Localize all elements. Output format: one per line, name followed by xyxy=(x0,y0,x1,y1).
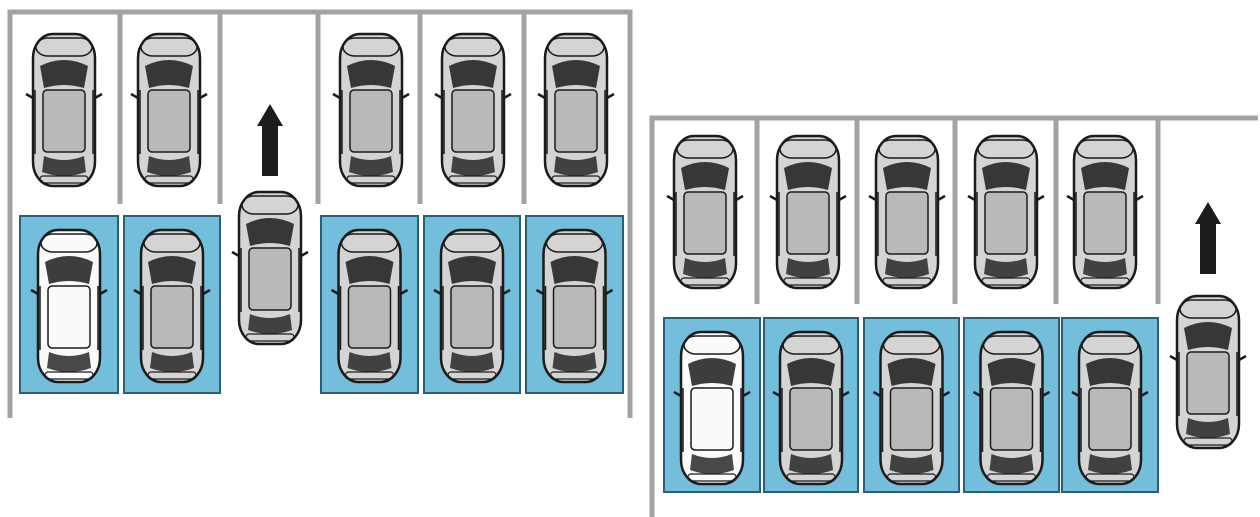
left-parking-layout-platform-car-icon xyxy=(134,230,210,382)
right-parking-layout-top-car-icon xyxy=(667,136,743,288)
right-parking-layout-platform-car-icon xyxy=(773,332,849,484)
left-parking-layout-up-arrow-icon xyxy=(257,104,283,176)
left-parking-layout-platform-car-icon xyxy=(332,230,408,382)
right-parking-layout-top-car-icon xyxy=(1067,136,1143,288)
left-parking-layout-platform-car-icon xyxy=(537,230,613,382)
right-parking-layout-platform-car-icon xyxy=(674,332,750,484)
left-parking-layout-driving-car-icon xyxy=(232,192,308,344)
right-parking-layout-top-car-icon xyxy=(770,136,846,288)
left-parking-layout-top-car-icon xyxy=(131,34,207,186)
right-parking-layout-up-arrow-icon xyxy=(1195,202,1221,274)
left-parking-layout-platform-car-icon xyxy=(434,230,510,382)
right-parking-layout-platform-car-icon xyxy=(974,332,1050,484)
right-parking-layout-top-car-icon xyxy=(869,136,945,288)
left-parking-layout-top-car-icon xyxy=(333,34,409,186)
right-parking-layout-platform-car-icon xyxy=(1072,332,1148,484)
left-parking-layout-top-car-icon xyxy=(435,34,511,186)
right-parking-layout-top-car-icon xyxy=(968,136,1044,288)
left-parking-layout-top-car-icon xyxy=(26,34,102,186)
right-parking-layout-platform-car-icon xyxy=(874,332,950,484)
left-parking-layout-top-car-icon xyxy=(538,34,614,186)
right-parking-layout-driving-car-icon xyxy=(1170,296,1246,448)
left-parking-layout-platform-car-icon xyxy=(31,230,107,382)
